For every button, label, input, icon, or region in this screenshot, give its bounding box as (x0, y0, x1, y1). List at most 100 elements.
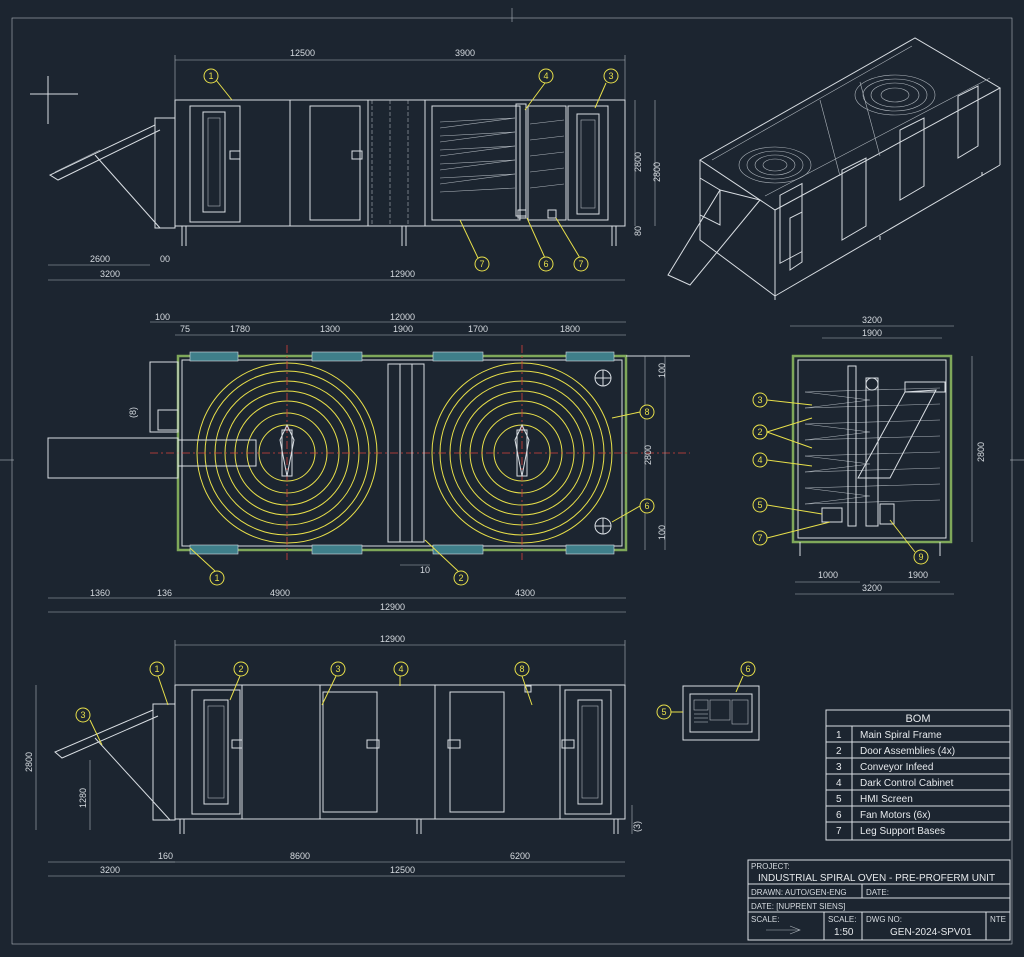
bom-item-4-no: 4 (836, 778, 842, 789)
svg-text:9: 9 (918, 552, 923, 562)
bom-table: BOM 1 Main Spiral Frame 2 Door Assemblie… (825, 709, 1011, 841)
plan-dim-b2: 136 (157, 588, 172, 598)
top-dim-h1: 2800 (633, 152, 643, 172)
bom-item-5-no: 5 (836, 794, 842, 805)
side-dim-top0: 3200 (862, 315, 882, 325)
svg-text:2: 2 (757, 427, 762, 437)
side-dim-b3: 3200 (862, 583, 882, 593)
bom-item-3-label: Conveyor Infeed (860, 762, 933, 773)
plan-dim-top0: 100 (155, 312, 170, 322)
plan-dim-top1: 12000 (390, 312, 415, 322)
svg-text:4: 4 (398, 664, 403, 674)
title-block: PROJECT: INDUSTRIAL SPIRAL OVEN - PRE-PR… (747, 859, 1011, 941)
svg-text:5: 5 (757, 500, 762, 510)
bom-item-2-label: Door Assemblies (4x) (860, 746, 955, 757)
plan-dim-b3: 4900 (270, 588, 290, 598)
plan-dim-r3: 100 (657, 525, 667, 540)
front-balloons: 1 2 3 4 8 3 (75, 661, 533, 746)
hmi-balloon-b: 6 (745, 664, 750, 674)
plan-dim-t4: 1300 (320, 324, 340, 334)
plan-dim-t3: 1780 (230, 324, 250, 334)
bom-item-3-no: 3 (836, 762, 842, 773)
svg-text:3: 3 (80, 710, 85, 720)
hmi-detail: 5 6 (656, 661, 760, 741)
top-dim-a: 12500 (290, 48, 315, 58)
svg-text:4: 4 (757, 455, 762, 465)
bom-item-6-no: 6 (836, 810, 842, 821)
scale-arrow-icon (766, 925, 801, 935)
front-dim-b4: 6200 (510, 851, 530, 861)
bom-item-7-label: Leg Support Bases (860, 826, 945, 837)
side-view: 3200 1900 1000 1900 3200 2800 3 2 2 4 5 … (752, 315, 986, 595)
svg-text:3: 3 (608, 71, 613, 81)
bom-item-2-no: 2 (836, 746, 842, 757)
plan-dim-t5: 1900 (393, 324, 413, 334)
top-dim-h2: 2800 (652, 162, 662, 182)
svg-text:6: 6 (543, 259, 548, 269)
bom-item-1-label: Main Spiral Frame (860, 730, 942, 741)
svg-text:4: 4 (543, 71, 548, 81)
svg-text:2: 2 (238, 664, 243, 674)
front-dim-b5: 12500 (390, 865, 415, 875)
plan-dim-t7: 1800 (560, 324, 580, 334)
tb-scale-label: SCALE: (751, 915, 779, 924)
svg-text:8: 8 (644, 407, 649, 417)
svg-text:7: 7 (578, 259, 583, 269)
tb-date-label: DATE: (866, 888, 889, 897)
side-dim-top1: 1900 (862, 328, 882, 338)
plan-dim-r2: 100 (657, 363, 667, 378)
svg-text:3: 3 (757, 395, 762, 405)
plan-dim-b4: 4300 (515, 588, 535, 598)
top-dim-c: 2600 (90, 254, 110, 264)
isometric-view (667, 37, 1002, 300)
svg-text:6: 6 (644, 501, 649, 511)
tb-date: DATE: [NUPRENT SIENS] (751, 902, 845, 911)
top-balloons: 1 4 3 7 6 7 (203, 68, 619, 272)
plan-dim-r1: 2800 (643, 445, 653, 465)
side-dim-r1: 2800 (976, 442, 986, 462)
plan-view: 100 12000 75 1780 1300 1900 1700 1800 13… (47, 312, 690, 613)
hmi-balloon-a: 5 (661, 707, 666, 717)
svg-text:1: 1 (154, 664, 159, 674)
bom-item-1-no: 1 (836, 730, 842, 741)
tb-scale-label-2: SCALE: (828, 915, 856, 924)
top-elevation-view: 12500 3900 2600 00 3200 12900 2800 2800 … (48, 48, 662, 281)
top-dim-h3: 80 (633, 226, 643, 236)
front-dim-top: 12900 (380, 634, 405, 644)
front-dim-l1: 2800 (24, 752, 34, 772)
svg-text:8: 8 (519, 664, 524, 674)
plan-balloons: 8 6 1 2 (189, 404, 655, 586)
bom-item-4-label: Dark Control Cabinet (860, 778, 954, 789)
bom-title: BOM (905, 713, 930, 725)
tb-dwg-label: DWG NO: (866, 915, 902, 924)
tb-scale: 1:50 (834, 927, 854, 938)
crosshair-icon (30, 76, 78, 124)
bom-item-7-no: 7 (836, 826, 842, 837)
top-dim-e: 3200 (100, 269, 120, 279)
svg-text:3: 3 (335, 664, 340, 674)
plan-dim-t6: 1700 (468, 324, 488, 334)
bom-item-6-label: Fan Motors (6x) (860, 810, 931, 821)
plan-dim-b1: 1360 (90, 588, 110, 598)
front-dim-b3: 8600 (290, 851, 310, 861)
bom-item-5-label: HMI Screen (860, 794, 913, 805)
plan-dim-l1: (8) (128, 407, 138, 418)
tb-project-label: PROJECT: (751, 862, 790, 871)
plan-dim-b6: 10 (420, 565, 430, 575)
tb-dwg: GEN-2024-SPV01 (890, 927, 972, 938)
tb-drawn: DRAWN: AUTO/GEN-ENG (751, 888, 847, 897)
svg-text:1: 1 (214, 573, 219, 583)
side-dim-b2: 1900 (908, 570, 928, 580)
top-dim-f: 12900 (390, 269, 415, 279)
svg-text:7: 7 (479, 259, 484, 269)
tb-note: NTE (990, 915, 1006, 924)
side-balloons: 3 2 2 4 5 7 9 (752, 392, 929, 565)
front-elevation-view: 12900 3200 160 8600 6200 12500 2800 1280… (24, 634, 642, 877)
svg-text:7: 7 (757, 533, 762, 543)
plan-dim-b5: 12900 (380, 602, 405, 612)
plan-dim-t2: 75 (180, 324, 190, 334)
svg-text:1: 1 (208, 71, 213, 81)
front-dim-b1: 3200 (100, 865, 120, 875)
tb-project: INDUSTRIAL SPIRAL OVEN - PRE-PROFERM UNI… (758, 873, 995, 884)
